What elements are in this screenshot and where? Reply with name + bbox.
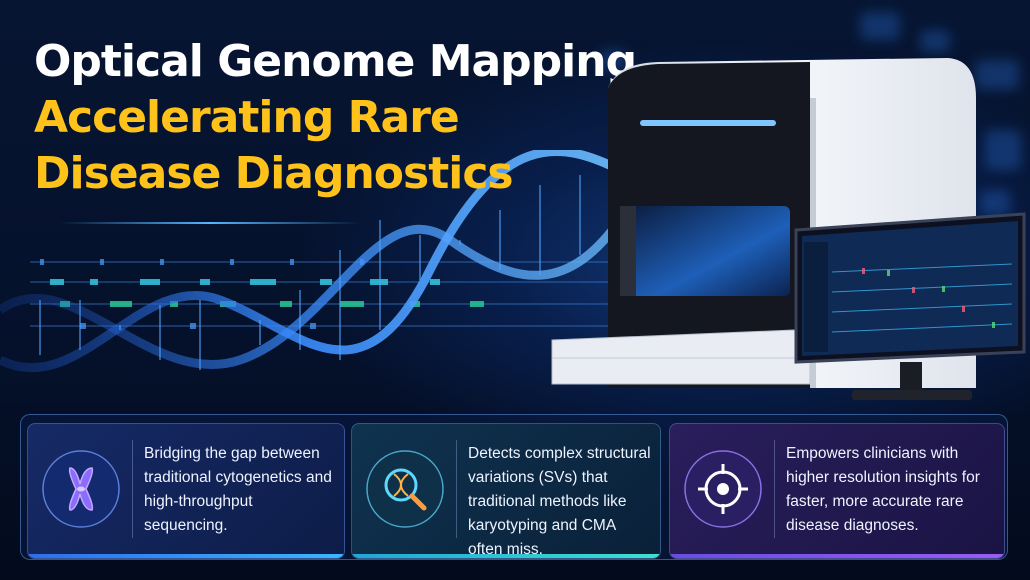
bokeh-light [980,190,1010,216]
feature-panel: Bridging the gap between traditional cyt… [20,414,1008,560]
bokeh-light [985,130,1021,170]
card-accent-bar [670,554,1004,558]
feature-card-bridging: Bridging the gap between traditional cyt… [27,423,345,559]
dna-helix [0,150,620,372]
feature-card-empowers: Empowers clinicians with higher resoluti… [669,423,1005,559]
dna-magnifier-icon [364,448,446,530]
bokeh-light [920,30,950,52]
target-crosshair-icon [682,448,764,530]
card-divider [774,440,775,538]
headline-line-1: Optical Genome Mapping [34,36,637,87]
feature-text-bridging: Bridging the gap between traditional cyt… [144,445,332,534]
card-accent-bar [352,554,660,558]
bokeh-light [600,50,626,70]
chromosome-icon [40,448,122,530]
card-accent-bar [28,554,344,558]
headline-line-3: Disease Diagnostics [34,148,514,199]
headline: Optical Genome Mapping Accelerating Rare… [34,34,637,202]
headline-line-2: Accelerating Rare [34,92,460,143]
feature-text-detects: Detects complex structural variations (S… [468,445,651,558]
feature-text-empowers: Empowers clinicians with higher resoluti… [786,445,980,534]
feature-card-detects: Detects complex structural variations (S… [351,423,661,559]
glow-divider [60,222,360,224]
card-divider [132,440,133,538]
card-divider [456,440,457,538]
analysis-monitor [794,212,1026,400]
bokeh-light [860,12,900,40]
bokeh-light [975,60,1019,90]
